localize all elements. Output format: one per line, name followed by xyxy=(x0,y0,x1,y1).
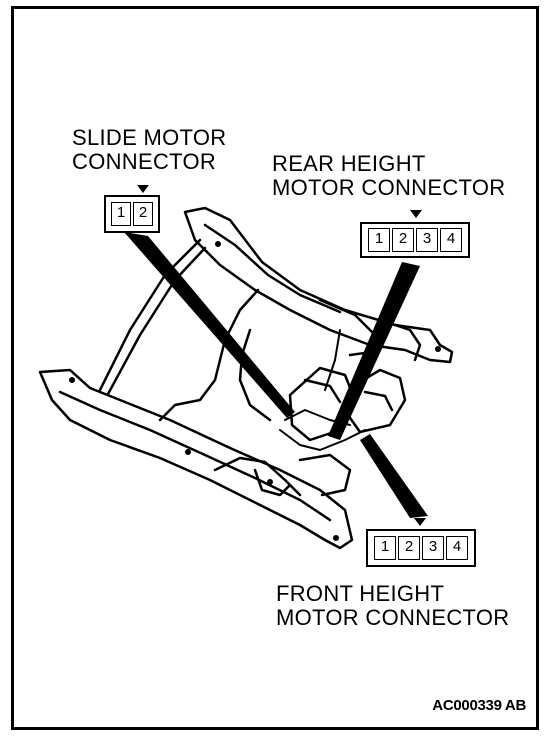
connector-pin: 2 xyxy=(392,228,414,252)
slide-connector-key-triangle xyxy=(137,185,149,193)
connector-pin: 3 xyxy=(422,536,444,560)
front-height-motor-connector-label-line2: MOTOR CONNECTOR xyxy=(276,605,510,630)
connector-pin: 4 xyxy=(446,536,468,560)
rear-height-motor-connector: 1 2 3 4 xyxy=(360,222,470,258)
connector-pin: 1 xyxy=(111,202,131,226)
rear-connector-key-triangle xyxy=(410,210,422,218)
rear-height-motor-connector-label-line2: MOTOR CONNECTOR xyxy=(272,175,506,200)
front-connector-key-triangle xyxy=(414,518,426,526)
connector-pin: 2 xyxy=(398,536,420,560)
connector-pin: 2 xyxy=(133,202,153,226)
connector-pin: 3 xyxy=(416,228,438,252)
slide-motor-connector-label-line1: SLIDE MOTOR xyxy=(72,125,227,150)
slide-motor-connector: 1 2 xyxy=(104,195,160,233)
connector-pin: 1 xyxy=(374,536,396,560)
connector-pin: 1 xyxy=(368,228,390,252)
figure-code: AC000339 AB xyxy=(432,697,526,714)
figure-frame xyxy=(11,6,539,730)
front-height-motor-connector-label-line1: FRONT HEIGHT xyxy=(276,581,445,606)
connector-pin: 4 xyxy=(440,228,462,252)
rear-height-motor-connector-label-line1: REAR HEIGHT xyxy=(272,151,426,176)
slide-motor-connector-label-line2: CONNECTOR xyxy=(72,149,217,174)
front-height-motor-connector: 1 2 3 4 xyxy=(366,529,476,567)
